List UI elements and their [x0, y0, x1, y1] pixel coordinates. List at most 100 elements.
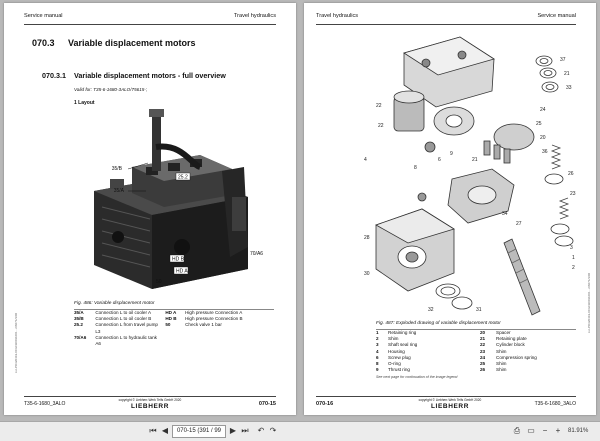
callout-21: 21: [564, 71, 570, 77]
fig-label-35b: 35/B: [112, 166, 123, 172]
callout-2: 2: [572, 265, 575, 271]
callout-33: 33: [566, 85, 572, 91]
first-page-icon[interactable]: ⏮: [149, 426, 157, 435]
valid-for: Valid for: T35-6-1680-3ALO/75615-;: [74, 87, 148, 92]
header-left: Travel hydraulics: [316, 13, 359, 19]
legend-row: 3 Shaft seal ring 22 Cylinder block: [376, 342, 576, 348]
fig-label-50: 50: [156, 279, 162, 285]
legend-text: [185, 335, 274, 347]
print-icon[interactable]: ⎙: [513, 426, 521, 435]
copyright: copyright © Liebherr-Werk Telfs GmbH 202…: [118, 398, 182, 402]
liebherr-logo: LIEBHERR: [130, 403, 170, 410]
legend-row: 35/A Connection L to oil cooler A HD A H…: [74, 309, 274, 317]
next-page-icon[interactable]: ▶: [229, 426, 237, 435]
legend-code: 70/A6: [74, 334, 87, 340]
figure-caption: Fig. 487: Exploded drawing of variable d…: [376, 321, 501, 326]
legend-text: O-ring: [388, 361, 401, 367]
footer-rule: [24, 396, 276, 397]
fig-label-25-2: 25.2: [178, 175, 188, 181]
callout-31: 31: [476, 307, 482, 313]
callout-21: 21: [472, 157, 478, 163]
footer-doc-code: T35-6-1680_3ALO: [24, 401, 66, 407]
legend-row: 8 O-ring 25 Shim: [376, 361, 576, 367]
legend-code: 35/B: [74, 316, 84, 322]
zoom-in-icon[interactable]: +: [555, 426, 561, 435]
legend-row: 25.2 Connection L from travel pump L3 50…: [74, 322, 274, 334]
zoom-out-icon[interactable]: −: [542, 426, 548, 435]
layout-heading: 1 Layout: [74, 100, 95, 106]
legend-text: Retaining plate: [496, 336, 527, 342]
legend-text: Spacer: [496, 329, 576, 337]
fig-label-35a: 35/A: [114, 188, 125, 194]
header-rule: [24, 24, 276, 25]
legend-row: 70/A6 Connection L to hydraulic tank A6: [74, 335, 274, 347]
footer-rule: [316, 396, 576, 397]
zoom-level[interactable]: 81.91%: [568, 428, 589, 434]
callout-1: 1: [572, 255, 575, 261]
figure-caption: Fig. 486: Variable displacement motor: [74, 301, 155, 306]
legend-code: 23: [480, 348, 486, 354]
legend-code: 22: [480, 342, 486, 348]
page-number: 070-15: [258, 401, 276, 407]
fig-label-hd-b: HD B: [172, 257, 185, 263]
callout-32: 32: [428, 307, 434, 313]
fit-width-icon[interactable]: ▭: [527, 426, 535, 435]
side-note: LH-PO320419-00 EN20011001 - 2/6071/3/06: [587, 272, 591, 333]
last-page-icon[interactable]: ⏭: [241, 426, 249, 435]
legend-row: 35/B Connection L to oil cooler B HD B H…: [74, 316, 274, 322]
legend-text: Shim: [496, 348, 507, 354]
legend-code: 26: [480, 367, 486, 373]
liebherr-logo: LIEBHERR: [430, 403, 470, 410]
prev-page-icon[interactable]: ◀: [161, 426, 169, 435]
legend-text: Connection L to oil cooler B: [95, 316, 152, 322]
callout-28: 28: [364, 235, 370, 241]
legend-code: 25: [480, 361, 486, 367]
fig-label-70-a6: 70/A6: [250, 251, 263, 257]
legend-code: 1: [376, 329, 388, 337]
legend-text: Shim: [388, 336, 399, 342]
header-left: Service manual: [24, 13, 63, 19]
legend-code: 2: [376, 336, 379, 342]
forward-icon[interactable]: ↷: [269, 426, 277, 435]
legend-code: HD A: [165, 309, 186, 317]
page-number: 070-16: [316, 401, 334, 407]
footer-doc-code: T35-6-1680_3ALO: [534, 401, 576, 407]
legend-code: 9: [376, 367, 379, 373]
legend-code: 6: [376, 354, 379, 360]
legend-note: See next page for continuation of the im…: [376, 375, 458, 379]
legend-text: Connection L to hydraulic tank A6: [95, 334, 157, 347]
callout-4: 4: [364, 157, 367, 163]
right-page: Travel hydraulics Service manual: [304, 3, 596, 415]
legend-text: Screw plug: [388, 354, 411, 360]
legend-code: 4: [376, 348, 379, 354]
figure-legend: 35/A Connection L to oil cooler A HD A H…: [74, 309, 274, 347]
callout-3: 3: [570, 245, 573, 251]
callout-26: 26: [568, 171, 574, 177]
header-rule: [316, 24, 576, 25]
legend-code: [165, 335, 185, 347]
callout-22: 22: [376, 103, 382, 109]
legend-code: 35/A: [74, 309, 96, 317]
section-title: Variable displacement motors: [68, 38, 196, 48]
legend-code: 21: [480, 336, 486, 342]
section-number: 070.3: [32, 38, 55, 48]
callout-8: 8: [414, 165, 417, 171]
back-icon[interactable]: ↶: [257, 426, 265, 435]
callout-22: 22: [378, 123, 384, 129]
legend-text: Housing: [388, 348, 405, 354]
legend-code: 50: [165, 322, 171, 328]
legend-text: Shim: [496, 367, 507, 373]
legend-text: Check valve 1 bar: [185, 322, 222, 328]
legend-text: High pressure Connection A: [185, 309, 274, 317]
page-number-input[interactable]: 070-15 (391 / 99: [172, 425, 226, 438]
callout-25: 25: [536, 121, 542, 127]
legend-text: Retaining ring: [388, 329, 480, 337]
legend-text: Connection L from travel pump L3: [95, 322, 158, 334]
subsection-number: 070.3.1: [42, 71, 66, 80]
legend-text: Connection L to oil cooler A: [95, 309, 166, 317]
legend-text: Cylinder block: [496, 342, 525, 348]
callout-20: 20: [540, 135, 546, 141]
callout-36: 36: [542, 149, 548, 155]
